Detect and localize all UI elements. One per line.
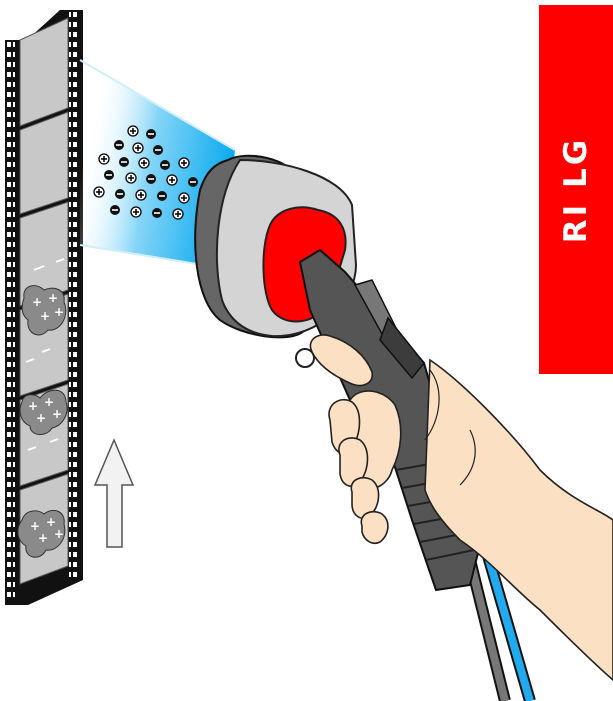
- up-arrow-icon: [95, 440, 133, 547]
- svg-text:+: +: [48, 291, 58, 305]
- brand-badge: RI LG: [539, 5, 613, 374]
- svg-text:+: +: [36, 411, 46, 425]
- brand-badge-text: RI LG: [558, 136, 594, 242]
- svg-text:+: +: [40, 309, 50, 323]
- svg-text:+: +: [32, 295, 42, 309]
- svg-text:+: +: [52, 407, 62, 421]
- svg-text:+: +: [54, 305, 64, 319]
- svg-text:+: +: [54, 527, 64, 541]
- svg-text:+: +: [38, 531, 48, 545]
- film-strip-icon: ++ ++ ++ ++ ++ ++: [5, 10, 83, 605]
